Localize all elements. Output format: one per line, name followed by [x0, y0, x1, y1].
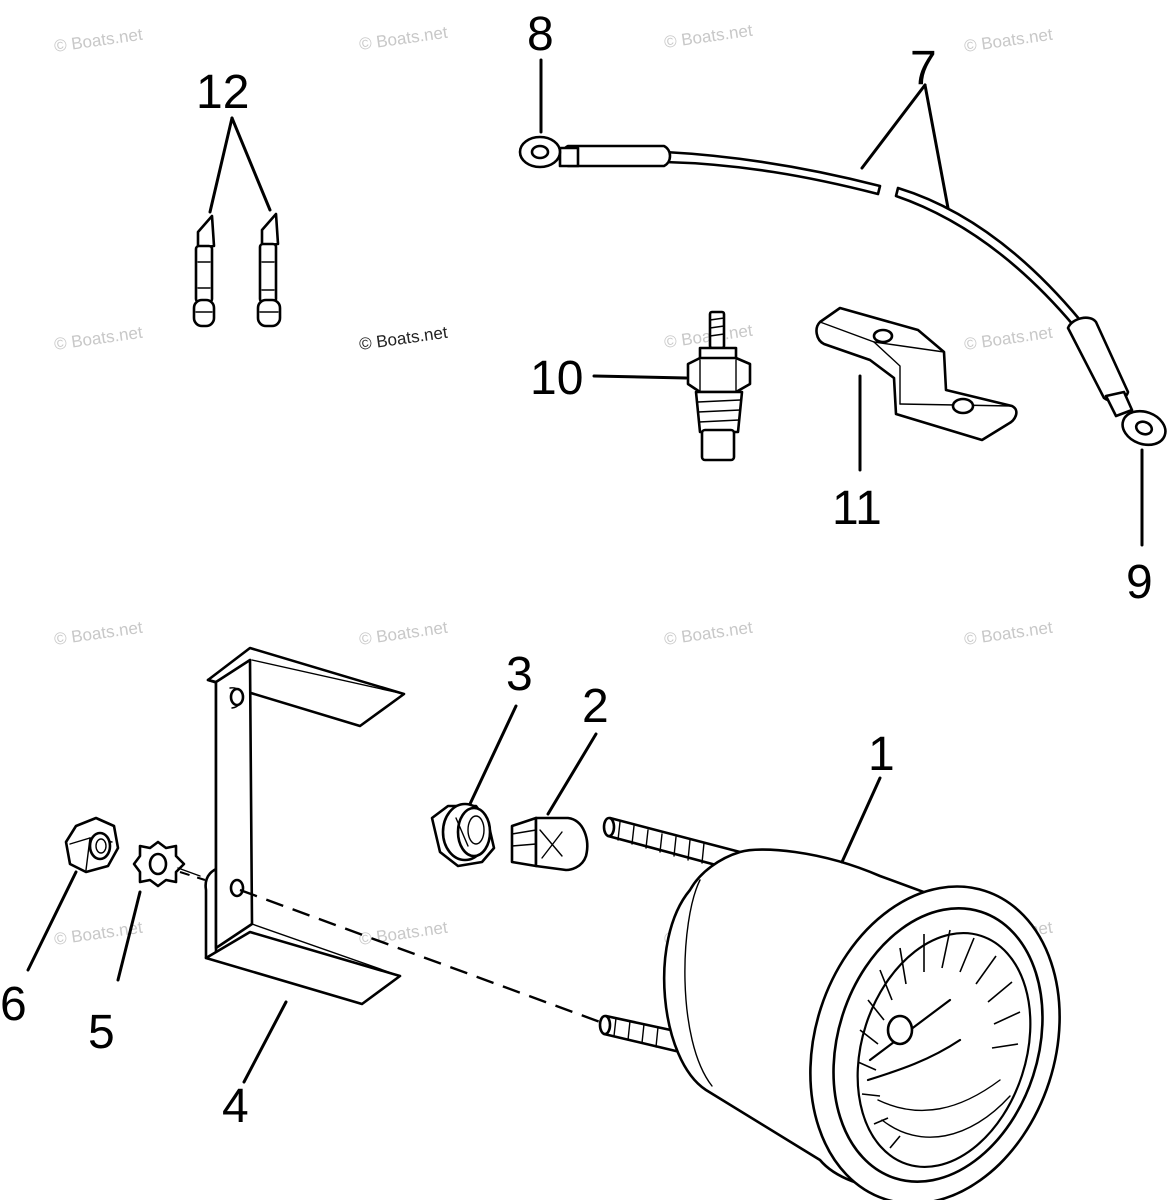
part-4-gauge-bracket [204, 646, 406, 1084]
leader-line [242, 1000, 288, 1084]
leader-line [468, 704, 518, 806]
ring-terminal-8 [518, 135, 580, 169]
watermark: © Boats.net [53, 618, 144, 649]
callout-12: 12 [196, 66, 249, 119]
part-6-nut [26, 816, 120, 972]
gauge-stud-upper [602, 816, 744, 874]
leader-line [840, 776, 882, 864]
part-5-lock-washer [116, 840, 201, 982]
terminal-pin-right [256, 212, 282, 328]
callout-2: 2 [582, 680, 609, 733]
watermark: © Boats.net [53, 323, 144, 354]
terminal-pin-left [192, 214, 216, 328]
callout-6: 6 [0, 978, 27, 1031]
leader-line [208, 116, 234, 214]
watermark: © Boats.net [358, 23, 449, 54]
callout-10: 10 [530, 352, 583, 405]
callout-11: 11 [832, 482, 882, 535]
leader-line [860, 83, 927, 170]
leader-line [26, 870, 78, 972]
part-2-bulb [510, 732, 598, 872]
leader-line [546, 732, 598, 816]
callout-4: 4 [222, 1080, 249, 1133]
leader-line [230, 116, 272, 212]
part-7-wire-lead [518, 58, 1167, 547]
callout-3: 3 [506, 648, 533, 701]
part-12-terminal-pins [192, 116, 282, 328]
callout-labels: 1 2 3 4 5 6 7 8 9 10 11 12 [0, 8, 1153, 1133]
leader-line [923, 83, 950, 210]
watermark: © Boats.net [53, 25, 144, 56]
callout-1: 1 [868, 728, 895, 781]
callout-7: 7 [910, 42, 937, 95]
watermark: © Boats.net [358, 618, 449, 649]
alignment-line [239, 888, 601, 1024]
part-3-bulb-socket [430, 704, 518, 868]
watermark: © Boats.net [663, 618, 754, 649]
part-10-temperature-sender [592, 310, 752, 462]
watermark: © Boats.net [358, 918, 449, 949]
watermark: © Boats.net [663, 21, 754, 52]
watermark: © Boats.net [963, 25, 1054, 56]
gauge-dial-ticks [857, 929, 1021, 1149]
watermark: © Boats.net [963, 618, 1054, 649]
leader-line [592, 374, 688, 380]
callout-9: 9 [1126, 556, 1153, 609]
leader-line [116, 890, 142, 982]
part-1-gauge [179, 776, 1061, 1200]
part-11-sender-bracket [815, 306, 1018, 472]
ring-terminal-9 [1104, 390, 1167, 447]
callout-8: 8 [527, 8, 554, 61]
watermark: © Boats.net [963, 323, 1054, 354]
callout-5: 5 [88, 1006, 115, 1059]
watermark: © Boats.net [358, 323, 449, 354]
